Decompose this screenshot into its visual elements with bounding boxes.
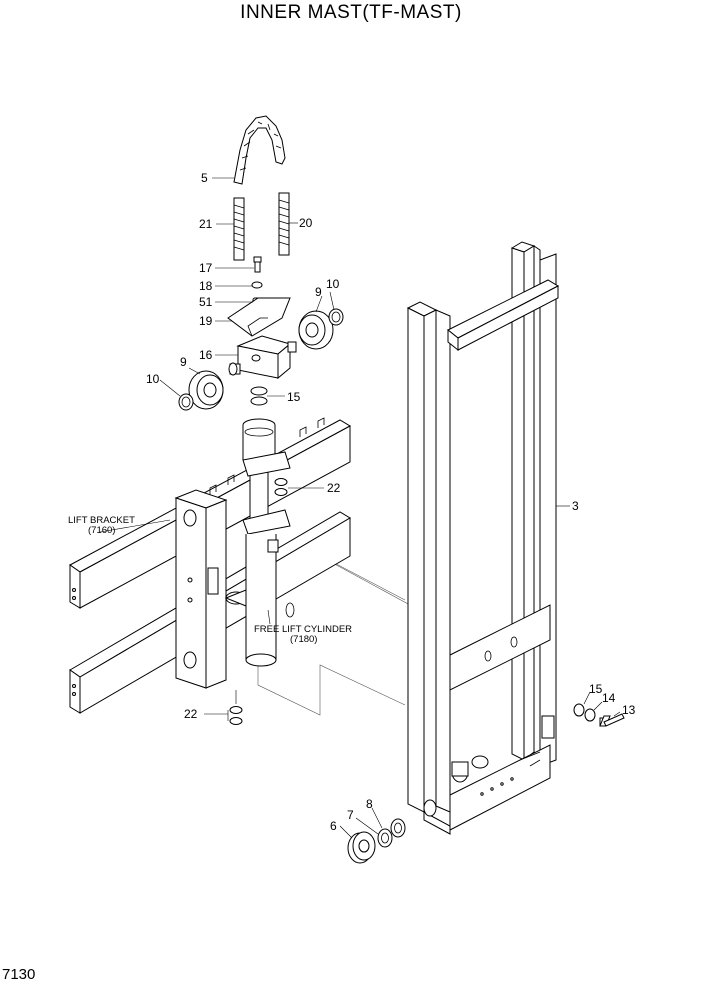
callout-9-right: 9 [315,285,322,299]
callout-3: 3 [572,499,579,513]
lift-bracket-assembly [69,417,352,714]
callout-6: 6 [330,819,337,833]
callout-22-upper: 22 [327,481,341,495]
washer-15-upper-a [250,386,268,396]
free-lift-cylinder-label: FREE LIFT CYLINDER [254,624,352,635]
callout-19: 19 [199,314,213,328]
callout-18: 18 [199,279,213,293]
callout-7: 7 [347,808,354,822]
callout-20: 20 [299,216,313,230]
snap-ring-10-right [328,308,344,326]
nut-22-lower-a [229,706,243,714]
snap-ring-10-left [178,393,194,411]
page-number: 7130 [2,966,36,983]
leader-lines [99,177,621,839]
sheave-block-16 [228,335,297,380]
anchor-bolt-21 [233,197,245,261]
callout-15-lower: 15 [589,682,603,696]
anchor-bolt-20 [278,192,290,256]
washer-18 [251,281,263,289]
callout-10-left: 10 [146,372,160,386]
callout-9-left: 9 [180,355,187,369]
nut-22-lower-b [229,717,243,725]
callout-5: 5 [201,171,208,185]
callout-17: 17 [199,261,213,275]
inner-mast [406,241,560,835]
callout-13: 13 [622,703,636,717]
callout-10-right: 10 [326,277,340,291]
washer-22-upper-a [274,478,288,486]
callout-15-upper: 15 [287,390,301,404]
free-lift-cylinder-ref: (7180) [290,634,317,645]
bolt-17 [253,256,262,273]
page-title: INNER MAST(TF-MAST) [240,2,462,23]
callout-labels: 5 21 20 17 18 51 19 9 10 16 9 10 15 22 3… [68,171,636,833]
callout-21: 21 [199,217,213,231]
washer-22-upper-b [274,488,288,496]
callout-22-lower: 22 [184,707,198,721]
sheave-roller-9-left [188,370,224,410]
washer-14 [584,708,596,722]
shim-7 [377,828,393,848]
bracket-19 [227,297,291,337]
shim-15-lower [573,703,585,717]
callout-16: 16 [199,348,213,362]
roller-bearing-6 [347,831,376,864]
lift-bracket-label: LIFT BRACKET [68,515,135,526]
chain-part [233,115,286,185]
callout-14: 14 [602,691,616,705]
callout-8: 8 [366,797,373,811]
bolt-13 [599,713,625,727]
callout-51: 51 [199,295,213,309]
sheave-roller-9-right [298,310,334,350]
free-lift-cylinder [224,418,295,667]
washer-15-upper-b [250,396,268,406]
lift-bracket-ref: (7160) [88,525,115,536]
shim-8 [390,818,406,838]
